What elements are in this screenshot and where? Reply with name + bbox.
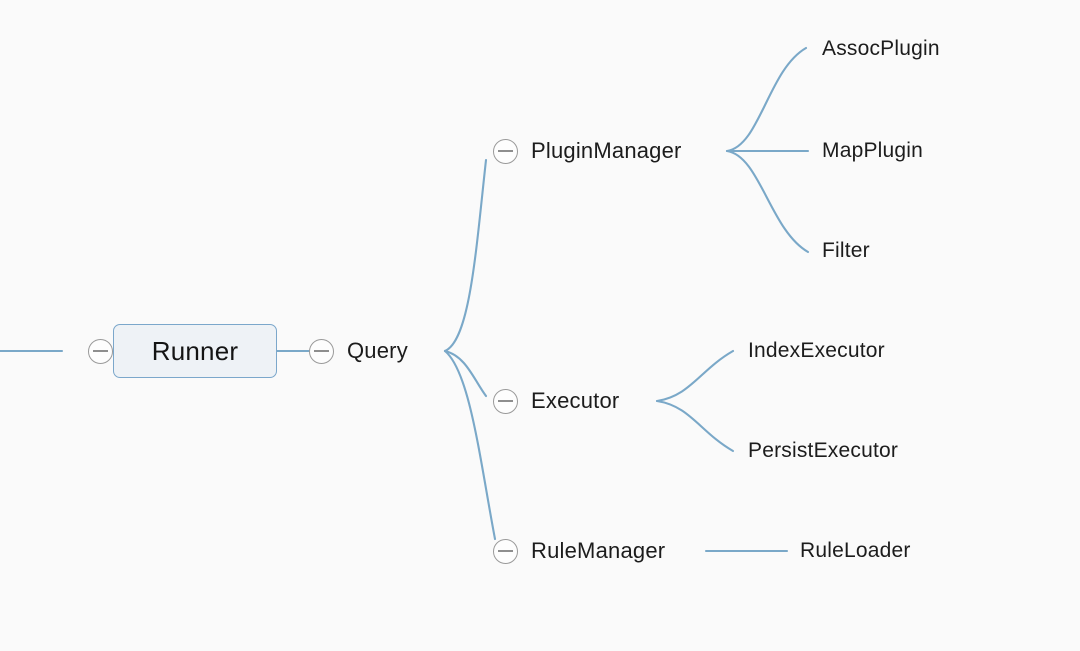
node-query[interactable]: Query	[309, 334, 408, 368]
node-pluginmanager[interactable]: PluginManager	[493, 134, 682, 168]
node-label-runner: Runner	[151, 335, 239, 366]
node-ruleloader[interactable]: RuleLoader	[800, 535, 911, 567]
collapse-minus-icon[interactable]	[493, 138, 518, 164]
node-mapplugin[interactable]: MapPlugin	[822, 135, 923, 167]
node-label-pluginmanager: PluginManager	[531, 138, 682, 163]
node-runner[interactable]: Runner	[88, 324, 277, 378]
edge-query-to-executor	[443, 349, 488, 398]
collapse-minus-icon[interactable]	[493, 538, 518, 564]
node-assocplugin[interactable]: AssocPlugin	[822, 33, 940, 65]
node-label-query: Query	[347, 338, 408, 363]
node-label-executor: Executor	[531, 388, 620, 413]
node-label-rulemanager: RuleManager	[531, 538, 666, 563]
node-label-persistexecutor: PersistExecutor	[748, 439, 899, 462]
node-label-indexexecutor: IndexExecutor	[748, 339, 885, 362]
edge-query-to-pluginmanager	[443, 158, 488, 353]
edge-query-to-rulemanager	[443, 349, 497, 541]
node-label-assocplugin: AssocPlugin	[822, 37, 940, 60]
collapse-minus-icon[interactable]	[309, 338, 334, 364]
edge-pluginmanager-to-assocplugin	[725, 46, 808, 153]
node-rulemanager[interactable]: RuleManager	[493, 534, 665, 568]
edge-pluginmanager-to-filter	[725, 149, 810, 254]
edge-executor-to-indexexecutor	[655, 349, 735, 403]
collapse-minus-icon[interactable]	[493, 388, 518, 414]
node-persistexecutor[interactable]: PersistExecutor	[748, 435, 898, 467]
node-label-mapplugin: MapPlugin	[822, 139, 924, 162]
node-executor[interactable]: Executor	[493, 384, 619, 418]
collapse-minus-icon[interactable]	[88, 338, 113, 364]
edge-executor-to-persistexecutor	[655, 399, 735, 453]
node-label-ruleloader: RuleLoader	[800, 539, 911, 562]
node-label-filter: Filter	[822, 239, 870, 262]
runner-box[interactable]: Runner	[113, 324, 277, 378]
node-filter[interactable]: Filter	[822, 235, 870, 267]
node-indexexecutor[interactable]: IndexExecutor	[748, 335, 885, 367]
